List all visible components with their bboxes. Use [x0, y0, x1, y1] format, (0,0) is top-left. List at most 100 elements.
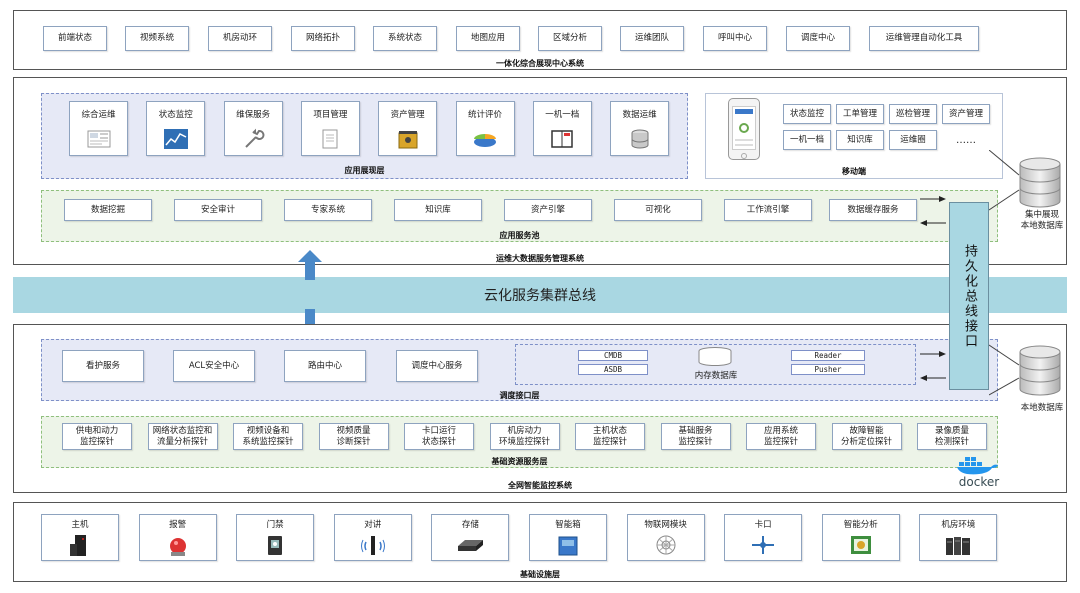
top-nav-item[interactable]: 运维管理自动化工具 [869, 26, 979, 51]
resource-probe-label-line: 状态探针 [421, 436, 456, 447]
wrench-icon [240, 128, 266, 150]
infrastructure-item[interactable]: 物联网模块 [626, 514, 705, 561]
service-pool-item[interactable]: 资产引擎 [504, 199, 592, 221]
top-nav-item[interactable]: 区域分析 [538, 26, 602, 51]
checkpoint-icon [750, 534, 776, 556]
top-nav-item[interactable]: 前端状态 [43, 26, 107, 51]
app-display-item[interactable]: 项目管理 [300, 101, 360, 156]
app-display-item[interactable]: 维保服务 [223, 101, 283, 156]
infrastructure-item[interactable]: 存储 [431, 514, 510, 561]
scheduling-item[interactable]: 调度中心服务 [396, 350, 478, 382]
service-pool-item[interactable]: 数据挖掘 [64, 199, 152, 221]
mobile-item[interactable]: 运维圈 [889, 130, 937, 150]
reader-label: Reader [791, 350, 865, 361]
infrastructure-item[interactable]: 智能箱 [529, 514, 607, 561]
service-pool-item[interactable]: 安全审计 [174, 199, 262, 221]
app-display-item-label: 维保服务 [236, 110, 271, 120]
cmdb-label: CMDB [578, 350, 648, 361]
resource-probe[interactable]: 机房动力环境监控探针 [489, 423, 560, 450]
infrastructure-item[interactable]: 门禁 [236, 514, 315, 561]
app-display-item[interactable]: 数据运维 [610, 101, 670, 156]
db-connector-lines [989, 150, 1020, 396]
service-pool-item[interactable]: 专家系统 [284, 199, 372, 221]
top-nav-item[interactable]: 运维团队 [620, 26, 684, 51]
resource-probe-label-line: 检测探针 [934, 436, 969, 447]
app-display-item[interactable]: 一机一档 [532, 101, 592, 156]
mobile-item[interactable]: 资产管理 [942, 104, 990, 124]
service-pool-item[interactable]: 工作流引擎 [724, 199, 812, 221]
mobile-panel: 状态监控工单管理巡检管理资产管理一机一档知识库运维圈…… 移动端 [705, 93, 1003, 179]
infrastructure-item-label: 报警 [169, 520, 187, 530]
resource-probe-label-line: 视频质量 [336, 425, 371, 436]
memory-db-label: 内存数据库 [694, 371, 738, 381]
resource-probe-label-line: 环境监控探针 [498, 436, 550, 447]
resource-probe[interactable]: 视频质量诊断探针 [318, 423, 389, 450]
top-nav-item[interactable]: 系统状态 [373, 26, 437, 51]
top-nav-item[interactable]: 地图应用 [456, 26, 520, 51]
monitor-system-caption: 全网智能监控系统 [508, 481, 572, 490]
base-resource-caption: 基础资源服务层 [491, 457, 548, 466]
top-nav-item[interactable]: 视频系统 [125, 26, 189, 51]
app-display-item[interactable]: 综合运维 [69, 101, 128, 156]
resource-probe-label-line: 基础服务 [678, 425, 713, 436]
infrastructure-item-label: 智能分析 [843, 520, 878, 530]
resource-probe-label-line: 监控探针 [592, 436, 627, 447]
persistence-bus-label: 持久化总线接口 [962, 243, 977, 349]
app-display-item[interactable]: 状态监控 [146, 101, 206, 156]
app-display-item[interactable]: 资产管理 [378, 101, 438, 156]
resource-probe[interactable]: 录像质量检测探针 [917, 423, 987, 450]
phone-icon [728, 98, 760, 160]
service-pool-item[interactable]: 可视化 [614, 199, 702, 221]
ops-bigdata-system: 综合运维状态监控维保服务项目管理资产管理统计评价一机一档数据运维 应用展现层 状… [13, 77, 1067, 265]
top-nav-item[interactable]: 网络拓扑 [291, 26, 355, 51]
resource-probe[interactable]: 卡口运行状态探针 [404, 423, 474, 450]
docker-whale-icon [957, 457, 998, 475]
resource-probe-label-line: 监控探针 [763, 436, 798, 447]
app-display-layer: 综合运维状态监控维保服务项目管理资产管理统计评价一机一档数据运维 应用展现层 [41, 93, 688, 179]
dashboard-icon [86, 128, 112, 150]
infrastructure-item[interactable]: 报警 [138, 514, 217, 561]
resource-probe-label-line: 卡口运行 [421, 425, 456, 436]
infrastructure-item[interactable]: 主机 [41, 514, 119, 561]
mobile-item[interactable]: 知识库 [836, 130, 884, 150]
resource-probe-label-line: 网络状态监控和 [152, 425, 213, 436]
resource-probe[interactable]: 网络状态监控和流量分析探针 [147, 423, 218, 450]
scheduling-item[interactable]: 看护服务 [62, 350, 144, 382]
service-pool-item[interactable]: 数据缓存服务 [829, 199, 917, 221]
scheduling-item[interactable]: ACL安全中心 [173, 350, 255, 382]
infrastructure-item[interactable]: 智能分析 [821, 514, 900, 561]
resource-probe[interactable]: 视频设备和系统监控探针 [233, 423, 303, 450]
resource-probe[interactable]: 主机状态监控探针 [575, 423, 645, 450]
service-pool-item[interactable]: 知识库 [394, 199, 482, 221]
mobile-item[interactable]: 一机一档 [783, 130, 831, 150]
database-icon [627, 128, 653, 150]
resource-probe[interactable]: 应用系统监控探针 [746, 423, 816, 450]
iot-module-icon [653, 534, 679, 556]
infrastructure-item[interactable]: 卡口 [724, 514, 803, 561]
resource-probe[interactable]: 供电和动力监控探针 [62, 423, 132, 450]
resource-probe[interactable]: 故障智能分析定位探针 [831, 423, 902, 450]
local-db-icon [1019, 345, 1061, 396]
top-nav-item[interactable]: 机房动环 [208, 26, 272, 51]
mobile-item[interactable]: 工单管理 [836, 104, 884, 124]
infrastructure-item[interactable]: 机房环境 [919, 514, 998, 561]
alarm-icon [165, 534, 191, 556]
infrastructure-item-label: 智能箱 [555, 520, 581, 530]
arrow-from-persist-bottom [920, 375, 946, 381]
pie-chart-icon [472, 128, 498, 150]
infrastructure-item[interactable]: 对讲 [333, 514, 412, 561]
app-display-item[interactable]: 统计评价 [455, 101, 515, 156]
scheduling-item[interactable]: 路由中心 [284, 350, 366, 382]
infrastructure-item-label: 对讲 [364, 520, 382, 530]
mobile-item[interactable]: 巡检管理 [889, 104, 937, 124]
top-nav-item[interactable]: 呼叫中心 [703, 26, 767, 51]
resource-probe[interactable]: 基础服务监控探针 [660, 423, 731, 450]
resource-probe-label-line: 供电和动力 [75, 425, 119, 436]
resource-probe-label-line: 系统监控探针 [242, 436, 294, 447]
mobile-item[interactable]: 状态监控 [783, 104, 831, 124]
resource-probe-label-line: 录像质量 [934, 425, 969, 436]
persistence-bus-interface: 持久化总线接口 [949, 202, 989, 390]
mobile-caption: 移动端 [842, 167, 866, 176]
top-nav-item[interactable]: 调度中心 [786, 26, 850, 51]
